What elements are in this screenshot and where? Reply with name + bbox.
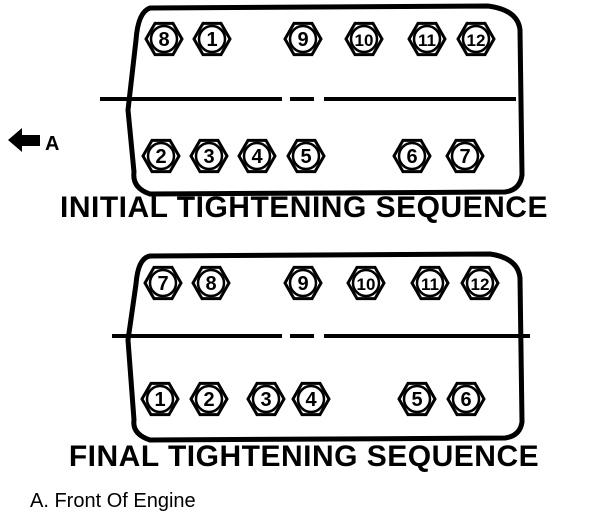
final-top-bolt-label-11: 11 — [421, 275, 439, 294]
final-top-bolt-label-12: 12 — [471, 275, 490, 294]
initial-bottom-bolt-ring-5 — [291, 141, 321, 171]
initial-top-bolt-ring-9 — [288, 24, 318, 54]
front-marker-label: A — [45, 133, 59, 155]
initial-top-bolt-label-9: 9 — [297, 29, 308, 51]
initial-sequence-title: INITIAL TIGHTENING SEQUENCE — [60, 191, 548, 224]
final-top-bolt-label-10: 10 — [357, 275, 376, 294]
initial-bottom-bolt-ring-6 — [397, 141, 427, 171]
final-cylinder-head-outline — [125, 251, 525, 443]
final-bottom-bolt-label-1: 1 — [154, 389, 165, 411]
initial-bottom-bolt-ring-2 — [146, 141, 176, 171]
initial-bottom-bolt-label-6: 6 — [406, 146, 417, 168]
final-top-bolt-ring-7 — [148, 268, 178, 298]
final-bottom-bolt-ring-5 — [402, 384, 432, 414]
final-bottom-bolt-label-3: 3 — [260, 389, 271, 411]
final-bottom-bolt-ring-3 — [251, 384, 281, 414]
initial-bottom-bolt-label-4: 4 — [251, 146, 263, 168]
initial-top-bolt-ring-11 — [412, 24, 442, 54]
final-bottom-bolts: 1 2 3 4 5 6 — [140, 381, 486, 417]
final-top-bolt-label-9: 9 — [297, 273, 308, 295]
initial-cylinder-head-outline — [125, 3, 525, 197]
final-bottom-bolt-ring-1 — [145, 384, 175, 414]
initial-top-bolt-ring-12 — [461, 24, 491, 54]
initial-top-bolt-label-11: 11 — [418, 31, 436, 50]
initial-top-bolt-ring-1 — [197, 24, 227, 54]
final-bottom-bolt-ring-6 — [451, 384, 481, 414]
initial-top-bolt-label-12: 12 — [467, 31, 486, 50]
initial-bottom-bolt-ring-3 — [194, 141, 224, 171]
final-sequence-title: FINAL TIGHTENING SEQUENCE — [68, 440, 540, 473]
initial-top-bolt-label-1: 1 — [206, 29, 217, 51]
final-top-bolt-ring-11 — [415, 268, 445, 298]
legend-text: A. Front Of Engine — [30, 490, 196, 512]
final-top-bolt-ring-12 — [465, 268, 495, 298]
initial-bottom-bolt-label-2: 2 — [155, 146, 166, 168]
final-top-bolt-label-8: 8 — [205, 273, 216, 295]
final-top-bolts: 7 8 9 10 11 12 — [143, 265, 500, 301]
initial-bottom-bolt-ring-4 — [242, 141, 272, 171]
initial-top-bolt-label-8: 8 — [158, 29, 169, 51]
final-bottom-bolt-label-2: 2 — [203, 389, 214, 411]
final-top-bolt-ring-9 — [288, 268, 318, 298]
initial-bottom-bolt-label-5: 5 — [300, 146, 311, 168]
initial-bottom-bolts: 2 3 4 5 6 7 — [141, 138, 485, 174]
final-top-bolt-label-7: 7 — [157, 273, 168, 295]
final-bottom-bolt-ring-2 — [194, 384, 224, 414]
final-bottom-bolt-label-4: 4 — [305, 389, 317, 411]
final-top-bolt-ring-8 — [196, 268, 226, 298]
front-arrow-icon — [8, 128, 40, 152]
initial-bottom-bolt-ring-7 — [450, 141, 480, 171]
initial-bottom-bolt-label-3: 3 — [203, 146, 214, 168]
final-bottom-bolt-label-6: 6 — [460, 389, 471, 411]
final-top-bolt-ring-10 — [351, 268, 381, 298]
initial-bottom-bolt-label-7: 7 — [459, 146, 470, 168]
final-bottom-bolt-label-5: 5 — [411, 389, 422, 411]
initial-top-bolts: 8 1 9 10 11 12 — [144, 21, 496, 57]
initial-top-bolt-ring-8 — [149, 24, 179, 54]
initial-top-bolt-label-10: 10 — [355, 31, 374, 50]
initial-top-bolt-ring-10 — [349, 24, 379, 54]
final-bottom-bolt-ring-4 — [296, 384, 326, 414]
